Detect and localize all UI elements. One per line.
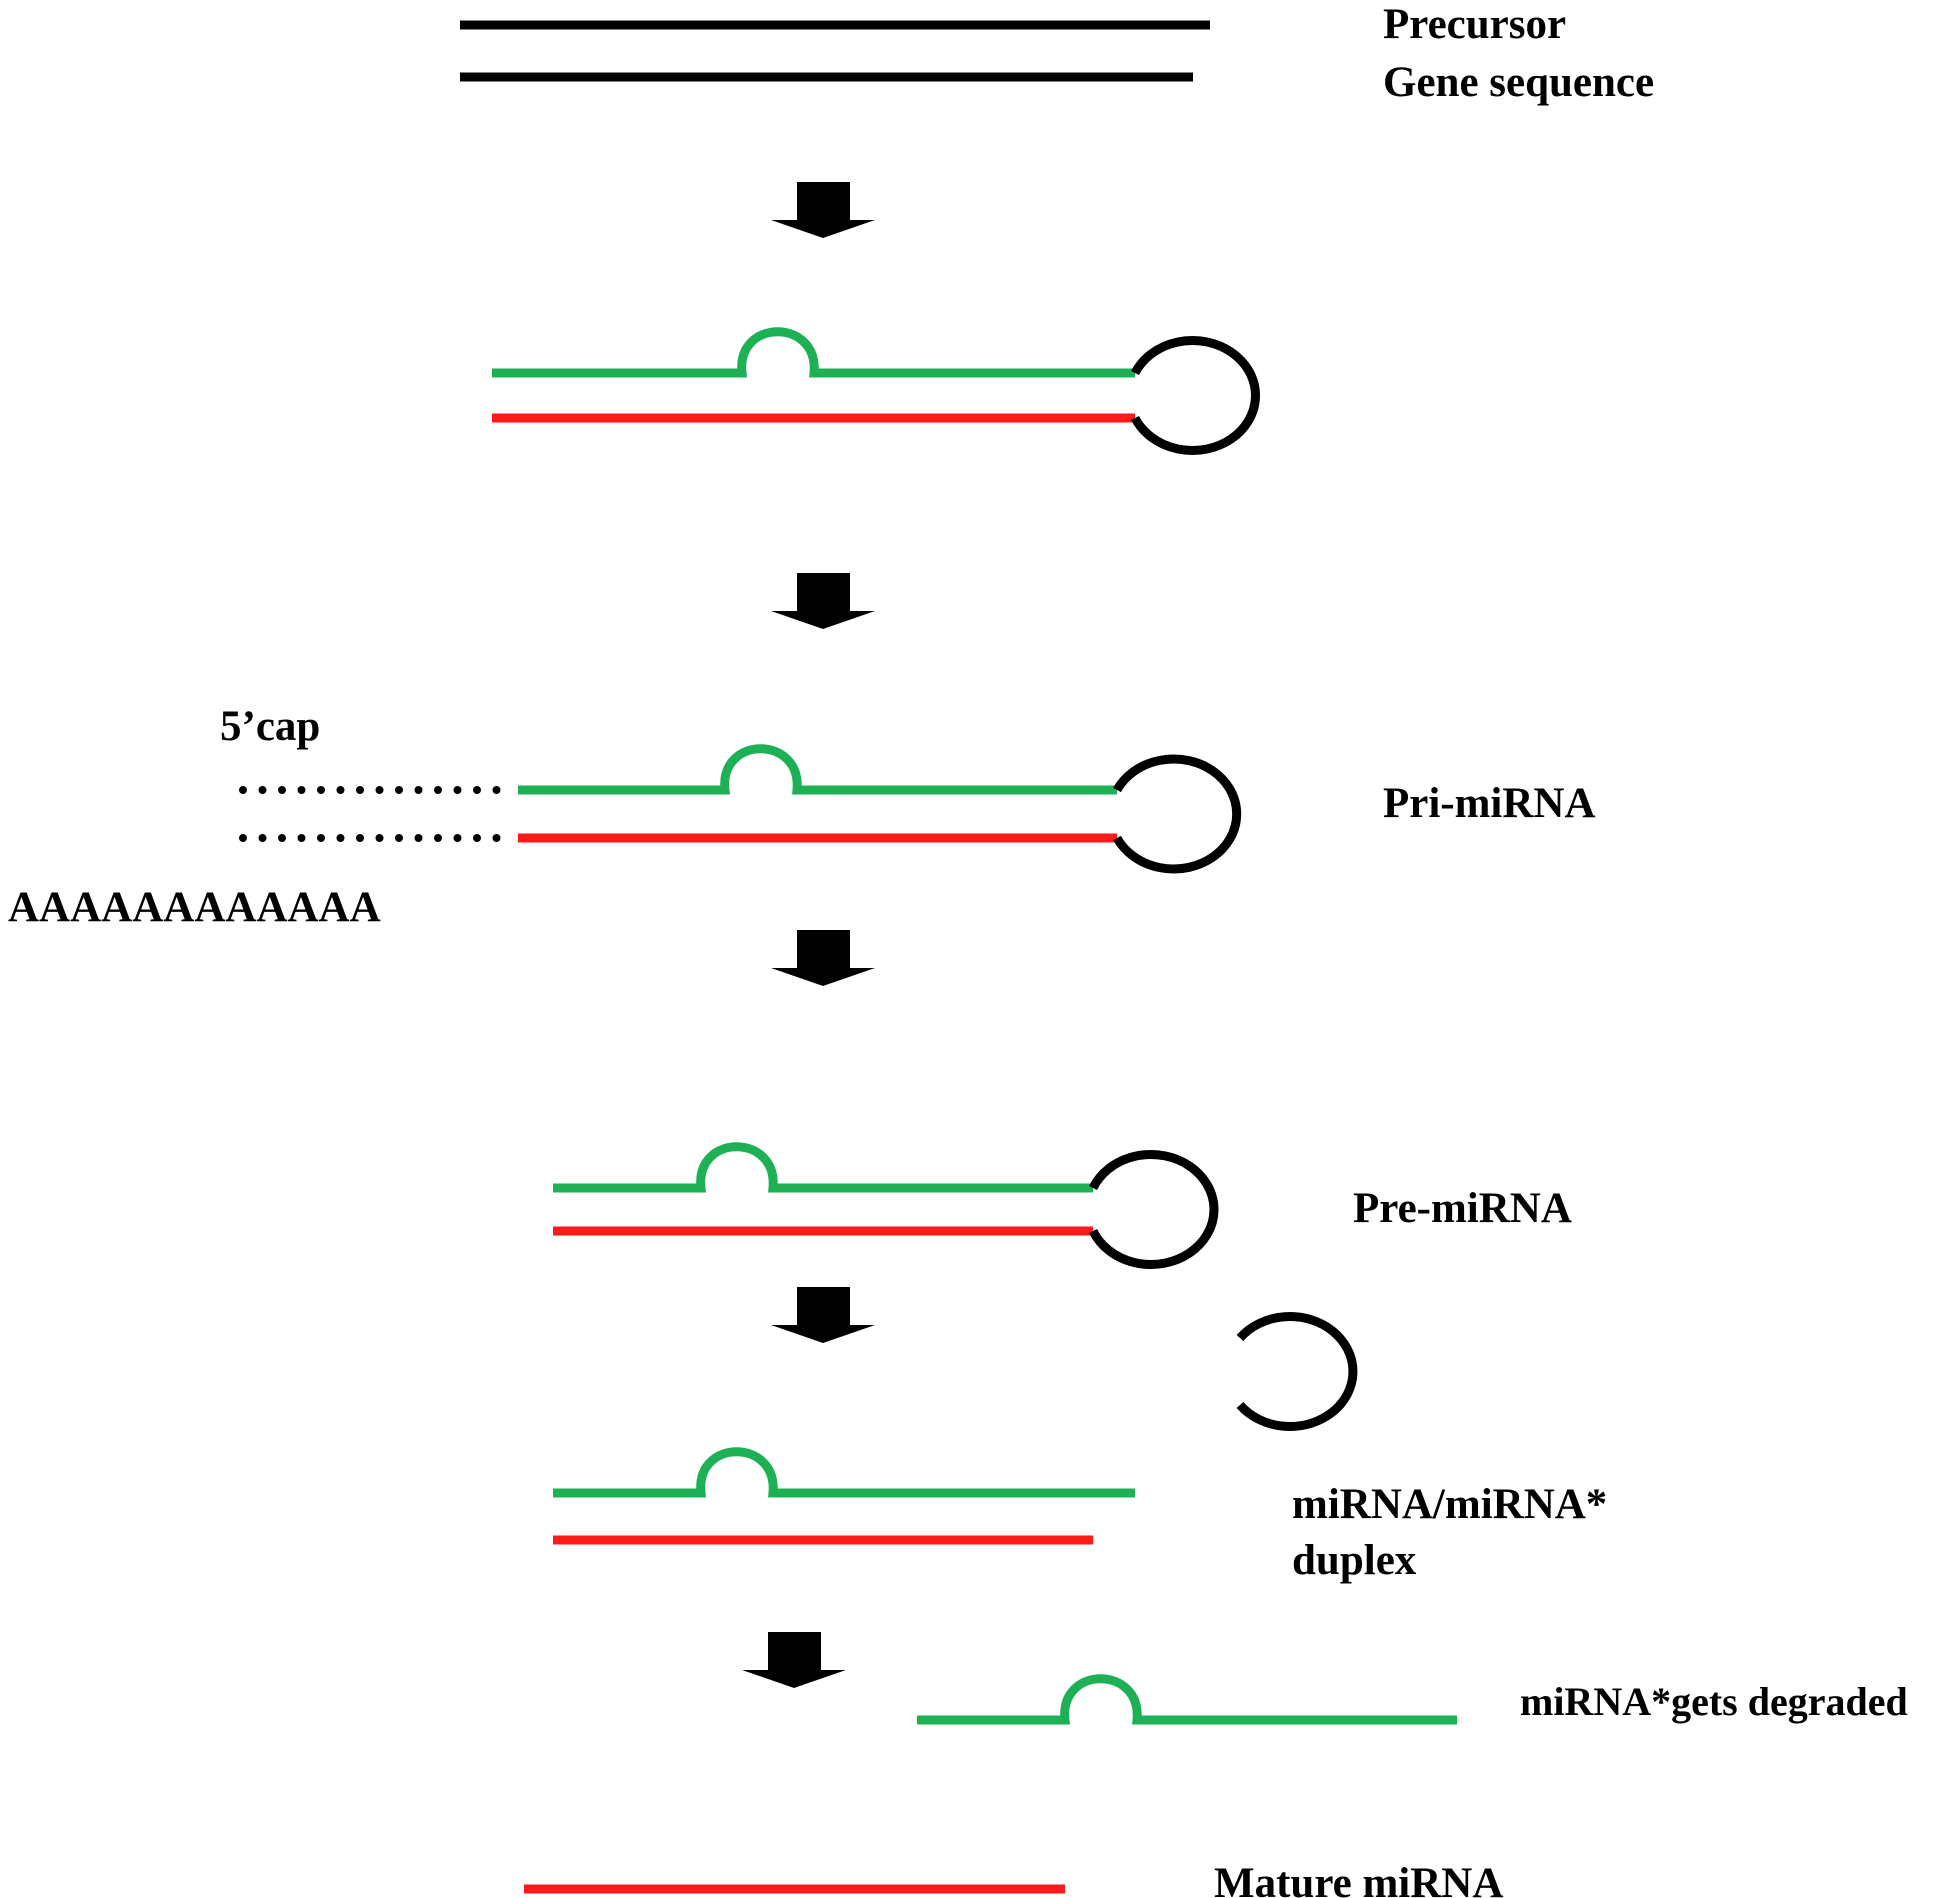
green-strand <box>518 744 1117 795</box>
loop-icon <box>1131 336 1260 455</box>
poly-a-tail-label: AAAAAAAAAAAA <box>8 884 381 931</box>
green-strand <box>553 1142 1093 1193</box>
green-strand <box>917 1674 1457 1725</box>
gene-sequence-label: Gene sequence <box>1383 59 1654 106</box>
mature-mirna-label: Mature miRNA <box>1214 1860 1503 1898</box>
five-cap-label: 5’cap <box>220 703 320 750</box>
down-arrow-icon <box>771 573 875 629</box>
precursor-label: Precursor <box>1383 1 1566 48</box>
down-arrow-icon <box>742 1632 846 1688</box>
pri-mirna-stage: 5’cap AAAAAAAAAAAA Pri-miRNA <box>8 703 1596 931</box>
degraded-label: miRNA*gets degraded <box>1520 1679 1908 1724</box>
hairpin-stage <box>492 327 1260 455</box>
down-arrow-icon <box>771 182 875 238</box>
duplex-label-line2: duplex <box>1292 1537 1417 1584</box>
pre-mirna-label: Pre-miRNA <box>1353 1185 1572 1232</box>
loop-icon <box>1088 1150 1219 1269</box>
down-arrow-icon <box>771 930 875 986</box>
down-arrow-icon <box>771 1287 875 1343</box>
loop-icon <box>1236 1312 1358 1431</box>
mature-stage: Mature miRNA <box>524 1860 1503 1898</box>
pre-mirna-stage: Pre-miRNA <box>553 1142 1572 1269</box>
duplex-stage: miRNA/miRNA* duplex <box>553 1447 1607 1584</box>
precursor-gene-stage: Precursor Gene sequence <box>460 1 1654 106</box>
degraded-stage: miRNA*gets degraded <box>917 1674 1908 1725</box>
pri-mirna-label: Pri-miRNA <box>1383 780 1596 827</box>
green-strand <box>492 327 1135 378</box>
loop-icon <box>1113 754 1242 874</box>
green-strand <box>553 1447 1135 1498</box>
duplex-label-line1: miRNA/miRNA* <box>1292 1481 1607 1528</box>
